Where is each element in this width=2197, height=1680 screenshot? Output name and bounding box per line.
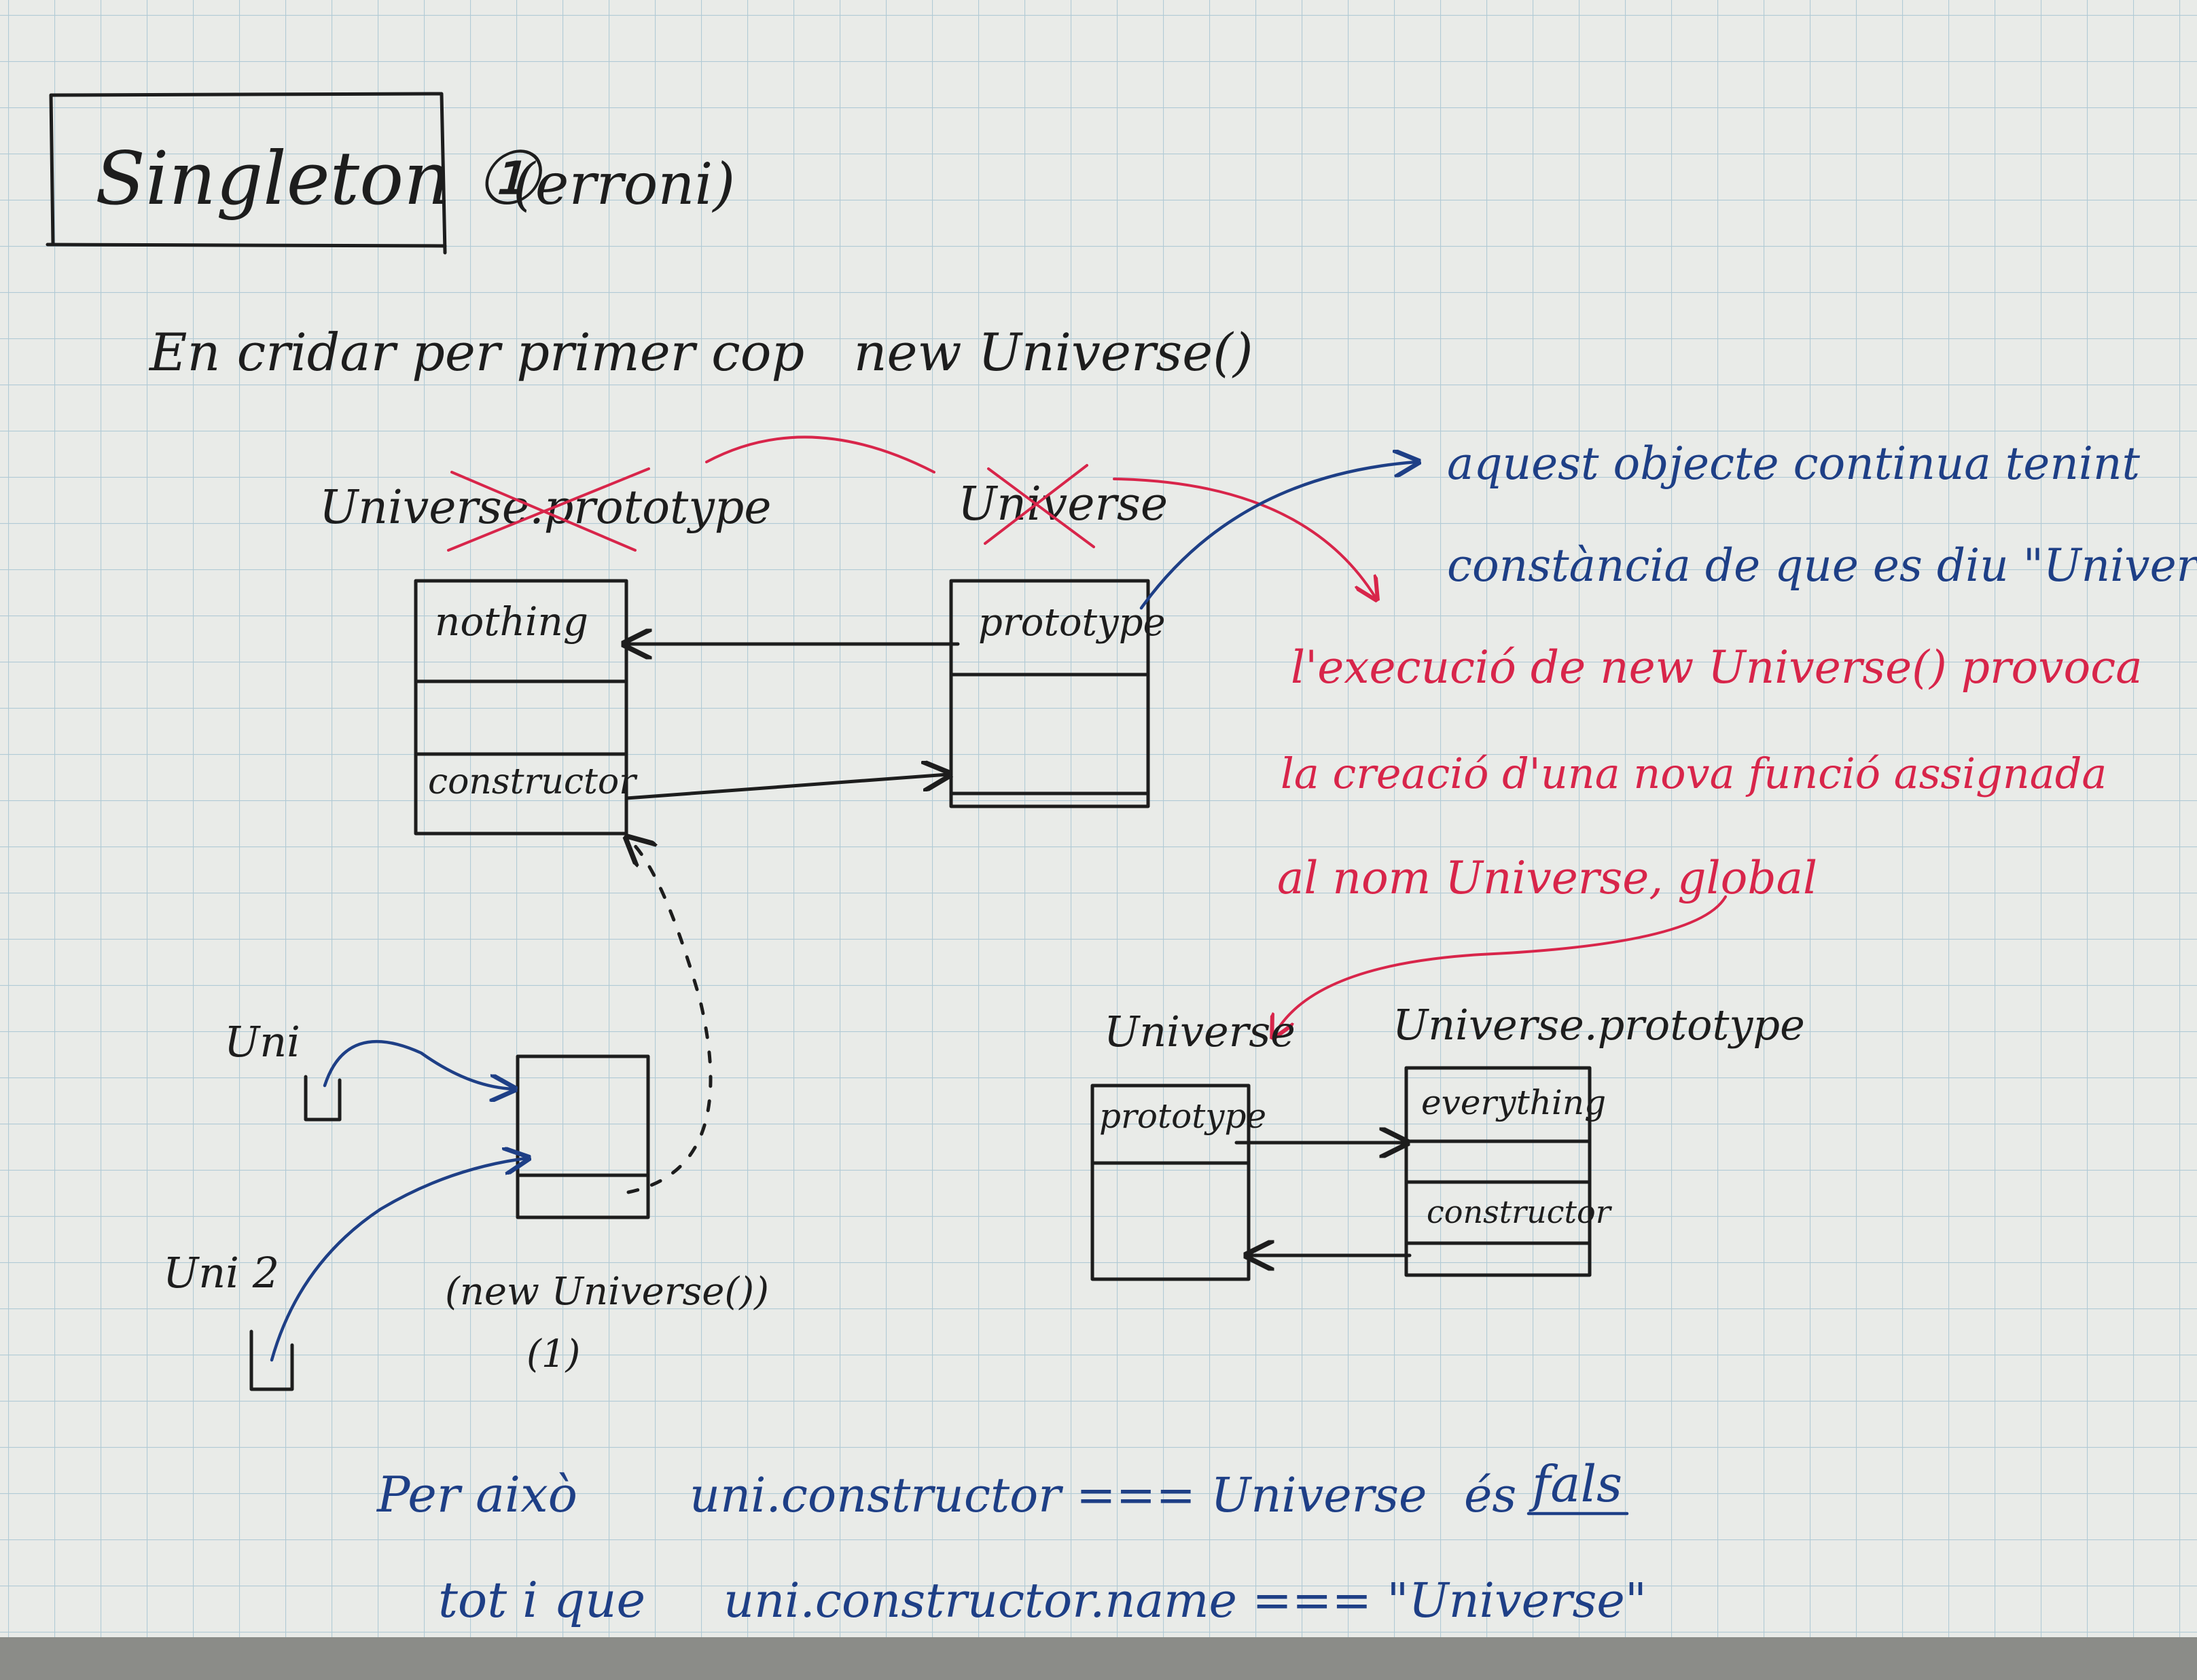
bottom-prototype-label: Universe.prototype <box>1393 1000 1805 1050</box>
blue-arc-to-note <box>1139 462 1416 610</box>
bottom-func-field-prototype: prototype <box>1099 1096 1266 1136</box>
conclusion-line1-prefix: Per això <box>376 1466 577 1523</box>
red-note-line3: al nom Universe, global <box>1277 852 1817 904</box>
var-uni2-pointer <box>270 1158 526 1362</box>
conclusion-line2-prefix: tot i que <box>438 1571 645 1628</box>
bottom-func-box <box>1090 1084 1251 1281</box>
instance-proto-dashed-link <box>628 839 713 1194</box>
instance-index: (1) <box>526 1332 580 1376</box>
bottom-func-label: Universe <box>1104 1007 1296 1056</box>
var-uni-slot <box>304 1075 342 1122</box>
arrow-constructor-to-universe <box>624 774 948 800</box>
conclusion-line1-verdict-prefix: és <box>1464 1467 1516 1523</box>
bottom-prototype-box <box>1404 1066 1592 1277</box>
red-arc-to-new-universe <box>1274 895 1727 1036</box>
instance-object-box <box>516 1054 650 1219</box>
bottom-prototype-field-constructor: constructor <box>1427 1194 1613 1230</box>
conclusion-line2-expr: uni.constructor.name === "Universe" <box>724 1573 1647 1628</box>
conclusion-line1-expr: uni.constructor === Universe <box>690 1467 1427 1523</box>
paper-grid <box>0 0 2197 1637</box>
var-uni2-slot <box>249 1329 294 1391</box>
var-uni2-label: Uni 2 <box>163 1248 279 1298</box>
red-note-line2: la creació d'una nova funció assignada <box>1281 749 2107 798</box>
top-prototype-cross <box>447 467 650 552</box>
red-arc-labels <box>705 435 935 473</box>
conclusion-line1-verdict: fals <box>1529 1455 1622 1514</box>
var-uni-pointer <box>323 1039 513 1089</box>
red-arc-to-note <box>1113 478 1376 598</box>
top-prototype-field-constructor: constructor <box>428 762 638 802</box>
top-func-cross <box>984 464 1095 548</box>
top-prototype-label: Universe.prototype <box>319 481 772 535</box>
top-prototype-box <box>414 579 628 836</box>
blue-note-line2: constància de que es diu "Universe" <box>1447 539 2197 592</box>
var-uni-label: Uni <box>224 1017 300 1067</box>
top-func-box <box>949 579 1150 808</box>
desk-edge <box>0 1637 2197 1680</box>
intro-text: En cridar per primer cop new Universe() <box>148 322 1253 382</box>
title-box <box>46 92 447 255</box>
blue-note-line1: aquest objecte continua tenint <box>1447 437 2140 490</box>
title-main: Singleton ① <box>95 137 543 221</box>
instance-caption: (new Universe()) <box>445 1270 769 1314</box>
top-func-field-prototype: prototype <box>978 601 1166 645</box>
bottom-prototype-field-everything: everything <box>1421 1083 1606 1122</box>
title-note: (erroni) <box>513 151 735 217</box>
top-prototype-field-nothing: nothing <box>435 598 588 645</box>
red-note-line1: l'execució de new Universe() provoca <box>1291 641 2143 694</box>
